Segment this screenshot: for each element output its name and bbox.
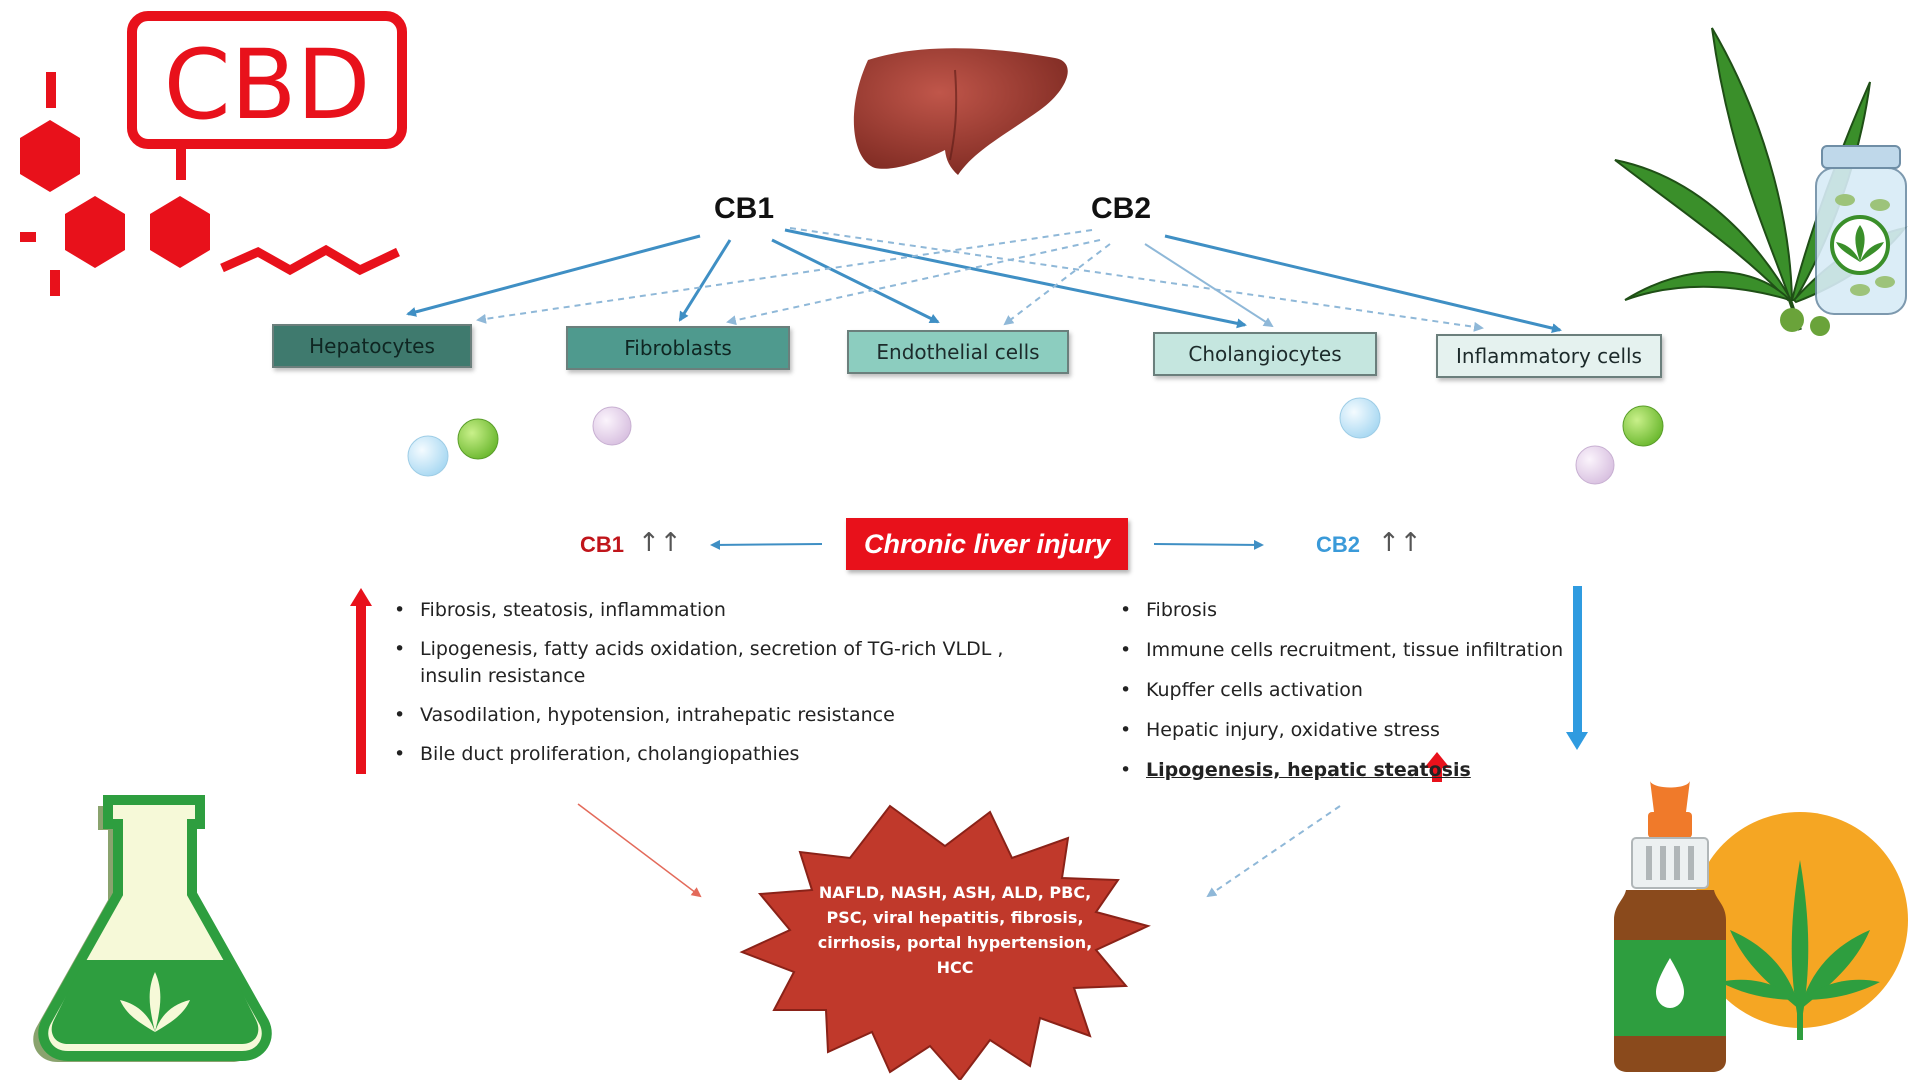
list-item: Hepatic injury, oxidative stress [1118,717,1578,744]
list-item: Immune cells recruitment, tissue infiltr… [1118,637,1578,664]
cell-box-hepatocytes: Hepatocytes [272,324,472,368]
cell-box-endothelial-cells: Endothelial cells [847,330,1069,374]
cell-box-fibroblasts: Fibroblasts [566,326,790,370]
cell-box-label: Hepatocytes [309,334,435,358]
list-item: Vasodilation, hypotension, intrahepatic … [392,702,1032,729]
list-item: Lipogenesis, hepatic steatosis [1118,757,1578,784]
cb2-to-disease-arrow [1206,805,1341,898]
cell-box-label: Fibroblasts [624,336,732,360]
cell-box-label: Endothelial cells [876,340,1040,364]
cb1-trend-arrows: ↑↑ [638,528,682,558]
cbd-oil-bottle-icon [1614,780,1908,1072]
cannabis-jar-icon [1614,27,1908,336]
cb2-trend-arrows: ↑↑ [1378,528,1422,558]
chronic-liver-injury-label: Chronic liver injury [863,528,1111,559]
cannabis-flask-icon [33,795,272,1062]
receptor-bubbles [407,397,1664,485]
cell-box-label: Inflammatory cells [1456,344,1642,368]
cb1-effects-list: Fibrosis, steatosis, inflammation Lipoge… [392,597,1032,780]
chronic-liver-injury-box: Chronic liver injury [846,518,1128,570]
disease-line: cirrhosis, portal hypertension, [817,933,1093,952]
injury-to-cb2-arrow [1153,539,1264,550]
liver-icon [853,48,1068,175]
disease-burst-shape [739,804,1151,1080]
cell-box-inflammatory-cells: Inflammatory cells [1436,334,1662,378]
cb2-receptor-label: CB2 [1091,192,1152,225]
cb1-to-disease-arrow [577,803,702,898]
list-item: Lipogenesis, fatty acids oxidation, secr… [392,636,1032,690]
list-item: Bile duct proliferation, cholangiopathie… [392,741,1032,768]
cb1-side-label: CB1 [580,532,625,557]
cb2-effects-list: Fibrosis Immune cells recruitment, tissu… [1118,597,1578,796]
cb2-side-label: CB2 [1316,532,1361,557]
disease-list: NAFLD, NASH, ASH, ALD, PBC, PSC, viral h… [805,880,1105,980]
disease-line: PSC, viral hepatitis, fibrosis, [826,908,1084,927]
cell-box-label: Cholangiocytes [1188,342,1342,366]
injury-to-cb1-arrow [710,539,823,550]
receptor-cell-connections [406,227,1562,334]
list-item: Fibrosis, steatosis, inflammation [392,597,1032,624]
cell-box-cholangiocytes: Cholangiocytes [1153,332,1377,376]
disease-line: NAFLD, NASH, ASH, ALD, PBC, [818,883,1092,902]
increase-arrow-icon [350,588,372,774]
cbd-logo-text: CBD [164,29,371,141]
list-item: Fibrosis [1118,597,1578,624]
cbd-molecule-icon: CBD [20,11,407,296]
disease-line: HCC [936,958,974,977]
cb1-receptor-label: CB1 [714,192,775,225]
list-item: Kupffer cells activation [1118,677,1578,704]
